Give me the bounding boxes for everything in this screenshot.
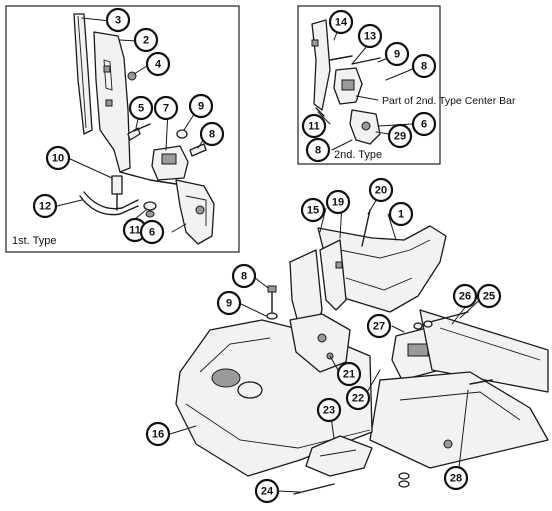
callout-circle-28: [443, 465, 469, 491]
callout-circle-15: [300, 197, 326, 223]
callout-label-4: 4: [155, 59, 162, 71]
frame-rail-part: [419, 309, 549, 393]
bottom-bracket-part: [305, 435, 373, 477]
callout-label-7: 7: [163, 103, 169, 115]
callout-circle-21: [336, 361, 362, 387]
callout-label-20: 20: [375, 185, 387, 197]
callout-circle-26: [452, 283, 478, 309]
callout-circle-8: [411, 53, 437, 79]
callout-label-2: 2: [143, 35, 149, 47]
callout-circle-3: [105, 7, 131, 33]
callout-circle-8: [199, 121, 225, 147]
callout-label-1: 1: [398, 209, 404, 221]
callout-circle-29: [387, 123, 413, 149]
callout-label-29: 29: [394, 131, 406, 143]
caption-second-type: 2nd. Type: [334, 149, 382, 161]
callout-label-5: 5: [138, 103, 144, 115]
callout-label-24: 24: [261, 486, 274, 498]
caption-first-type: 1st. Type: [12, 235, 56, 247]
callout-label-9: 9: [226, 298, 232, 310]
callouts: 3 24 5 7 9 8 10 12 11 6 14 13 9 8 11 6 8 29 20 15 19 1 8 9 26 25 2…: [32, 7, 502, 504]
callout-label-14: 14: [335, 17, 348, 29]
callout-circle-9: [188, 93, 214, 119]
lower-support-part: [175, 179, 215, 245]
callout-label-15: 15: [307, 205, 319, 217]
callout-label-26: 26: [459, 291, 471, 303]
callout-label-12: 12: [39, 201, 51, 213]
callout-label-8: 8: [209, 129, 215, 141]
callout-label-19: 19: [332, 197, 344, 209]
callout-label-21: 21: [343, 369, 355, 381]
callout-circle-4: [145, 51, 171, 77]
callout-circle-24: [254, 478, 280, 504]
bracket-strip-part: [73, 13, 93, 135]
callout-label-22: 22: [352, 393, 364, 405]
callout-circle-11: [301, 113, 327, 139]
callout-label-3: 3: [115, 15, 121, 27]
callout-label-8: 8: [241, 271, 247, 283]
callout-label-9: 9: [198, 101, 204, 113]
support-arm-part: [289, 313, 351, 373]
callout-label-13: 13: [364, 31, 376, 43]
callout-label-10: 10: [52, 153, 64, 165]
callout-label-25: 25: [483, 291, 495, 303]
callout-circle-9: [384, 41, 410, 67]
callout-circle-5: [128, 95, 154, 121]
callout-circle-7: [153, 95, 179, 121]
callout-label-23: 23: [323, 405, 335, 417]
callout-circle-19: [325, 189, 351, 215]
callout-label-8: 8: [421, 61, 427, 73]
callout-label-27: 27: [373, 321, 385, 333]
callout-circle-6: [411, 111, 437, 137]
callout-label-28: 28: [450, 473, 462, 485]
callout-label-6: 6: [421, 119, 427, 131]
callout-circle-23: [316, 397, 342, 423]
callout-circle-2: [133, 27, 159, 53]
callout-circle-10: [45, 145, 71, 171]
callout-label-11: 11: [308, 121, 320, 133]
callout-circle-22: [345, 385, 371, 411]
callout-label-9: 9: [394, 49, 400, 61]
callout-circle-8: [231, 263, 257, 289]
callout-circle-14: [328, 9, 354, 35]
callout-circle-13: [357, 23, 383, 49]
callout-label-6: 6: [149, 227, 155, 239]
callout-circle-8: [305, 137, 331, 163]
callout-circle-27: [366, 313, 392, 339]
caption-center-bar-note: Part of 2nd. Type Center Bar: [382, 95, 516, 107]
callout-circle-16: [145, 421, 171, 447]
callout-label-11: 11: [129, 225, 141, 237]
callout-circle-6: [139, 219, 165, 245]
crossmember-part: [369, 371, 549, 469]
callout-circle-9: [216, 290, 242, 316]
callout-label-8: 8: [315, 145, 321, 157]
callout-circle-1: [388, 201, 414, 227]
callout-circle-20: [368, 177, 394, 203]
callout-circle-25: [476, 283, 502, 309]
callout-circle-12: [32, 193, 58, 219]
callout-label-16: 16: [152, 429, 164, 441]
main-assembly: [175, 209, 549, 495]
